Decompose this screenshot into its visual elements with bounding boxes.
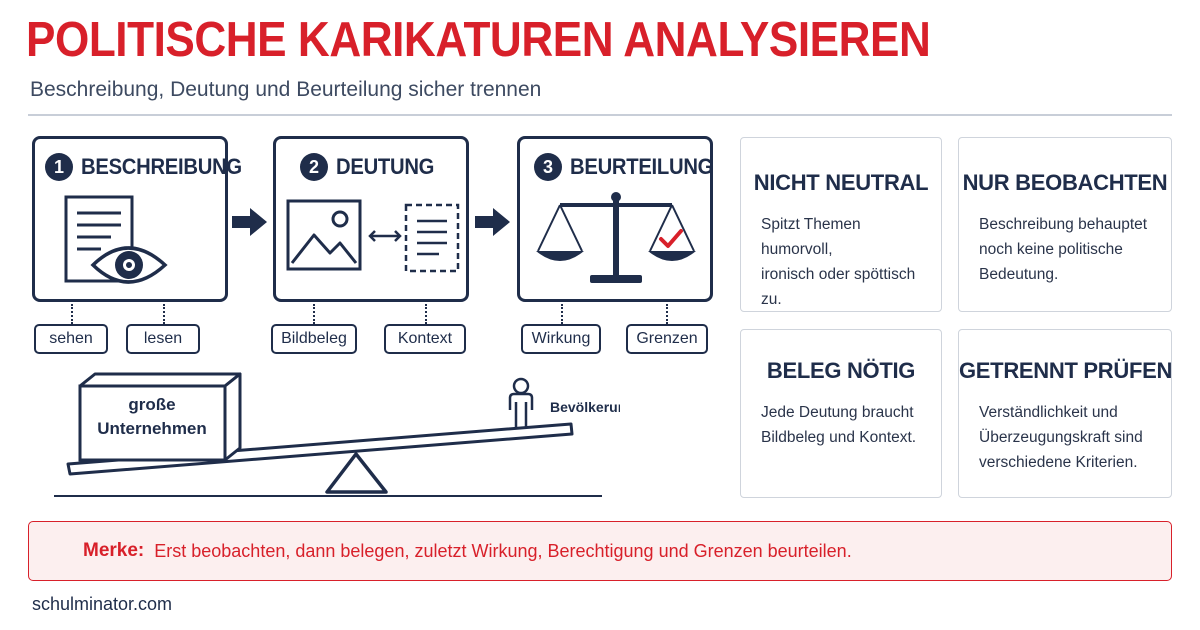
header-divider	[28, 114, 1172, 116]
step-title: BEURTEILUNG	[570, 154, 714, 179]
box-label: Unternehmen	[97, 419, 207, 438]
step-header: 1 BESCHREIBUNG	[45, 153, 256, 181]
tag-sehen: sehen	[34, 324, 108, 354]
document-eye-icon	[64, 195, 168, 284]
card-getrennt-pruefen: GETRENNT PRÜFEN Verständlichkeit und Übe…	[958, 329, 1172, 498]
card-nicht-neutral: NICHT NEUTRAL Spitzt Themen humorvoll, i…	[740, 137, 942, 312]
card-text: Spitzt Themen humorvoll, ironisch oder s…	[761, 212, 927, 312]
step-deutung: 2 DEUTUNG	[273, 136, 469, 302]
box-label: große	[128, 395, 175, 414]
card-text-line: Verständlichkeit und	[979, 404, 1118, 421]
step-header: 3 BEURTEILUNG	[534, 153, 726, 181]
tag-wirkung: Wirkung	[521, 324, 601, 354]
page-subtitle: Beschreibung, Deutung und Beurteilung si…	[30, 78, 542, 101]
connector-dots	[666, 304, 668, 324]
card-nur-beobachten: NUR BEOBACHTEN Beschreibung behauptet no…	[958, 137, 1172, 312]
image-context-icon	[286, 199, 460, 273]
note-label: Merke:	[83, 540, 145, 561]
tag-kontext: Kontext	[384, 324, 466, 354]
card-text-line: Spitzt Themen humorvoll,	[761, 216, 861, 258]
connector-dots	[561, 304, 563, 324]
step-title: DEUTUNG	[336, 154, 435, 179]
person-icon	[508, 377, 534, 428]
tag-bildbeleg: Bildbeleg	[271, 324, 357, 354]
card-title: NICHT NEUTRAL	[753, 170, 929, 195]
person-label: Bevölkerung	[550, 399, 620, 415]
card-text-line: verschiedene Kriterien.	[979, 454, 1138, 471]
seesaw-illustration: große Unternehmen Bevölkerung	[54, 372, 620, 497]
step-number-badge: 1	[45, 153, 73, 181]
tag-lesen: lesen	[126, 324, 200, 354]
step-number-badge: 3	[534, 153, 562, 181]
page-title: POLITISCHE KARIKATUREN ANALYSIEREN	[26, 13, 931, 67]
scales-check-icon	[536, 192, 696, 283]
footer-site: schulminator.com	[32, 594, 173, 614]
note-box: Merke: Erst beobachten, dann belegen, zu…	[28, 521, 1172, 581]
tag-grenzen: Grenzen	[626, 324, 708, 354]
connector-dots	[71, 304, 73, 324]
step-header: 2 DEUTUNG	[300, 153, 443, 181]
card-text: Verständlichkeit und Überzeugungskraft s…	[979, 400, 1157, 475]
note-text: Erst beobachten, dann belegen, zuletzt W…	[154, 540, 852, 561]
card-text: Jede Deutung braucht Bildbeleg und Konte…	[761, 400, 927, 450]
card-title: NUR BEOBACHTEN	[962, 170, 1168, 195]
arrow-right-icon	[232, 208, 267, 236]
connector-dots	[313, 304, 315, 324]
step-beurteilung: 3 BEURTEILUNG	[517, 136, 713, 302]
card-text-line: noch keine politische	[979, 241, 1123, 258]
step-number-badge: 2	[300, 153, 328, 181]
connector-dots	[163, 304, 165, 324]
card-title: BELEG NÖTIG	[766, 358, 916, 383]
card-text-line: Jede Deutung braucht	[761, 404, 914, 421]
arrow-right-icon	[475, 208, 510, 236]
card-text-line: ironisch oder spöttisch zu.	[761, 266, 916, 308]
connector-dots	[425, 304, 427, 324]
card-beleg-noetig: BELEG NÖTIG Jede Deutung braucht Bildbel…	[740, 329, 942, 498]
card-text-line: Bildbeleg und Kontext.	[761, 429, 917, 446]
card-text-line: Überzeugungskraft sind	[979, 429, 1143, 446]
card-title: GETRENNT PRÜFEN	[959, 358, 1173, 383]
card-text: Beschreibung behauptet noch keine politi…	[979, 212, 1157, 287]
card-text-line: Bedeutung.	[979, 266, 1059, 283]
step-title: BESCHREIBUNG	[81, 154, 242, 179]
card-text-line: Beschreibung behauptet	[979, 216, 1148, 233]
step-beschreibung: 1 BESCHREIBUNG	[32, 136, 242, 302]
